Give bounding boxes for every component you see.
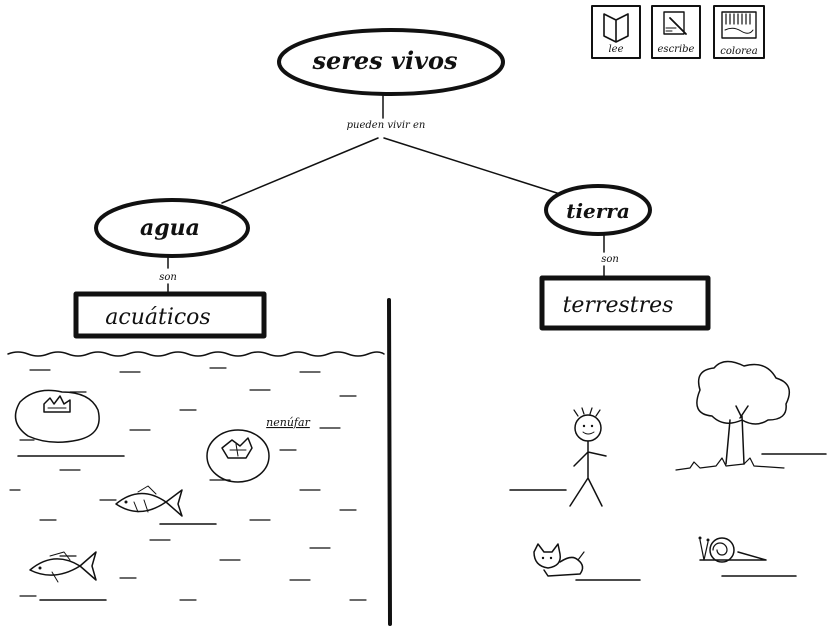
activity-lee: lee	[591, 5, 641, 59]
root-node-label: seres vivos	[311, 46, 458, 75]
scene-divider	[387, 298, 392, 626]
water-lily-flower-icon	[206, 429, 270, 483]
activity-label-lee: lee	[608, 44, 623, 55]
root-node: seres vivos	[277, 28, 505, 96]
land-scene	[509, 360, 827, 581]
water-node: agua	[94, 198, 250, 258]
activity-colorea: colorea	[713, 5, 765, 59]
land-link-label: son	[601, 254, 619, 265]
aquatic-result-box: acuáticos	[73, 291, 267, 339]
fish-icon	[29, 551, 97, 583]
fish-icon	[115, 485, 183, 517]
land-node: tierra	[544, 184, 652, 236]
terrestrial-result-label: terrestres	[563, 293, 674, 318]
cat-icon	[533, 543, 585, 577]
crayons-icon	[721, 11, 757, 39]
activity-escribe: escribe	[651, 5, 701, 59]
book-icon	[603, 13, 629, 43]
activity-label-escribe: escribe	[658, 44, 695, 55]
person-icon	[569, 407, 607, 507]
pencil-icon	[663, 11, 687, 35]
water-lily-name: nenúfar	[266, 416, 310, 429]
tree-icon	[675, 360, 791, 471]
water-link-label: son	[159, 272, 177, 283]
water-lily-icon	[14, 389, 100, 443]
water-scene: nenúfar	[7, 351, 385, 601]
water-node-label: agua	[140, 215, 200, 241]
terrestrial-result-box: terrestres	[539, 275, 711, 331]
snail-icon	[698, 536, 767, 563]
root-link-label: pueden vivir en	[347, 120, 426, 131]
land-node-label: tierra	[566, 199, 630, 223]
aquatic-result-label: acuáticos	[105, 305, 210, 330]
activity-label-colorea: colorea	[720, 46, 758, 57]
